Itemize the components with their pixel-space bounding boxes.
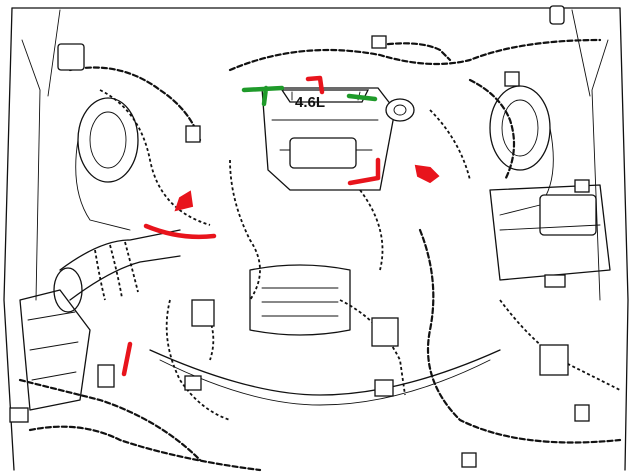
engine-badge: 4.6L [295,94,325,111]
left-strut-tower [75,97,139,231]
red-arrow-marker-left [174,190,194,212]
battery [489,179,611,288]
red-bracket-marker-lower [347,157,381,186]
connectors [9,5,590,468]
air-intake-tube [53,229,181,313]
red-line-marker [121,341,133,377]
annotation-markers [121,75,440,377]
red-arrow-marker-right [414,164,440,184]
lower-wiring-harness [18,159,622,472]
radiator-support [149,264,501,406]
hood-outline [3,7,629,471]
air-filter-box [19,289,91,411]
upper-wiring-harness [68,38,602,226]
intake-manifold [261,87,415,191]
red-arc-marker [143,223,217,240]
red-bracket-marker-top [305,75,325,95]
green-bracket-marker [241,85,285,107]
green-dash-marker [346,93,378,102]
